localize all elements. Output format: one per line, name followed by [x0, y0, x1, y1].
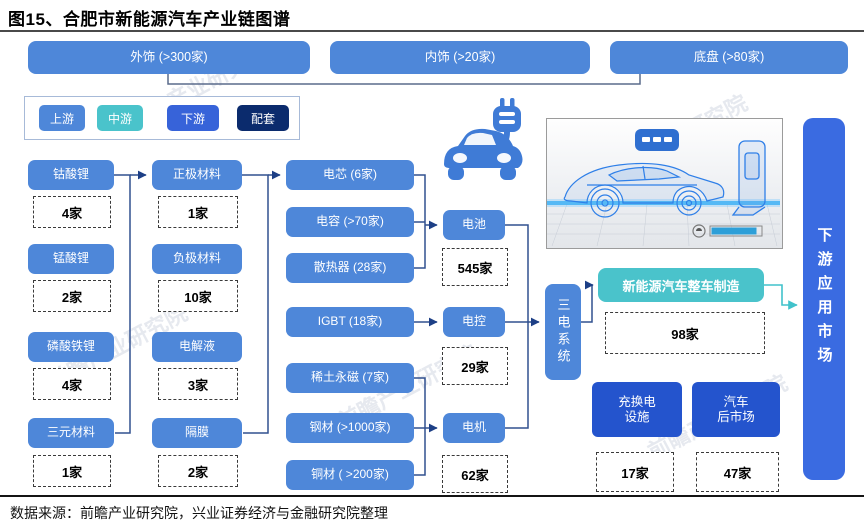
connector-col1-bus	[114, 174, 131, 434]
ev-charging-picture	[546, 118, 783, 249]
box-motor: 电机	[443, 413, 505, 443]
count-oem: 98家	[605, 312, 765, 354]
count-ternary: 1家	[33, 455, 111, 487]
box-exterior-trim: 外饰 (>300家)	[28, 41, 310, 74]
box-lco: 钴酸锂	[28, 160, 114, 190]
count-lfp: 4家	[33, 368, 111, 400]
box-lmo: 锰酸锂	[28, 244, 114, 274]
charging-facilities-line2: 设施	[624, 409, 650, 424]
count-lco: 4家	[33, 196, 111, 228]
box-cathode: 正极材料	[152, 160, 242, 190]
box-lfp: 磷酸铁锂	[28, 332, 114, 362]
box-capacitor: 电容 (>70家)	[286, 207, 414, 237]
legend-upstream: 上游	[39, 105, 85, 131]
box-electrolyte: 电解液	[152, 332, 242, 362]
box-charging-facilities: 充换电 设施	[592, 382, 682, 437]
aftermarket-line1: 汽车	[723, 395, 749, 410]
box-control: 电控	[443, 307, 505, 337]
count-control: 29家	[442, 347, 508, 385]
box-anode: 负极材料	[152, 244, 242, 274]
count-motor: 62家	[442, 455, 508, 493]
box-three-electric-system: 三电系统	[545, 284, 581, 380]
connector-col4-bus	[505, 224, 529, 429]
box-magnet: 稀土永磁 (7家)	[286, 363, 414, 393]
arrow-oem-to-downstream	[764, 284, 798, 310]
source-divider	[0, 495, 864, 497]
legend-downstream: 下游	[167, 105, 219, 131]
aftermarket-line2: 后市场	[717, 409, 755, 424]
box-steel: 钢材 (>1000家)	[286, 413, 414, 443]
count-charging-facilities: 17家	[596, 452, 674, 492]
box-copper: 铜材 ( >200家)	[286, 460, 414, 490]
legend-supporting: 配套	[237, 105, 289, 131]
count-anode: 10家	[158, 280, 238, 312]
wireframe-car-graphic	[547, 129, 780, 247]
bar-downstream-market: 下游应用市场	[803, 118, 845, 480]
count-aftermarket: 47家	[696, 452, 779, 492]
legend-midstream: 中游	[97, 105, 143, 131]
box-battery: 电池	[443, 210, 505, 240]
box-separator: 隔膜	[152, 418, 242, 448]
charging-facilities-line1: 充换电	[618, 395, 656, 410]
box-interior-trim: 内饰 (>20家)	[330, 41, 590, 74]
battery-indicator-icon	[692, 224, 763, 238]
legend: 上游 中游 下游 配套	[24, 96, 300, 140]
box-cell: 电芯 (6家)	[286, 160, 414, 190]
count-electrolyte: 3家	[158, 368, 238, 400]
box-chassis: 底盘 (>80家)	[610, 41, 848, 74]
box-aftermarket: 汽车 后市场	[692, 382, 780, 437]
box-ternary: 三元材料	[28, 418, 114, 448]
data-source: 数据来源：前瞻产业研究院，兴业证券经济与金融研究院整理	[10, 505, 388, 521]
count-cathode: 1家	[158, 196, 238, 228]
connector-col2-bus	[242, 174, 269, 434]
box-radiator: 散热器 (28家)	[286, 253, 414, 283]
figure-title: 图15、合肥市新能源汽车产业链图谱	[8, 10, 291, 29]
count-lmo: 2家	[33, 280, 111, 312]
downstream-market-label: 下游应用市场	[815, 227, 833, 371]
ev-car-plug-icon	[444, 98, 523, 180]
title-divider	[0, 30, 864, 32]
connector-top-bracket	[167, 74, 641, 85]
count-battery: 545家	[442, 248, 508, 286]
arrow-system-to-oem	[581, 280, 594, 323]
connector-cell-merge	[414, 174, 426, 269]
connector-motor-merge	[414, 377, 426, 476]
three-electric-system-label: 三电系统	[555, 298, 571, 366]
box-oem-manufacturing: 新能源汽车整车制造	[598, 268, 764, 302]
box-igbt: IGBT (18家)	[286, 307, 414, 337]
count-separator: 2家	[158, 455, 238, 487]
